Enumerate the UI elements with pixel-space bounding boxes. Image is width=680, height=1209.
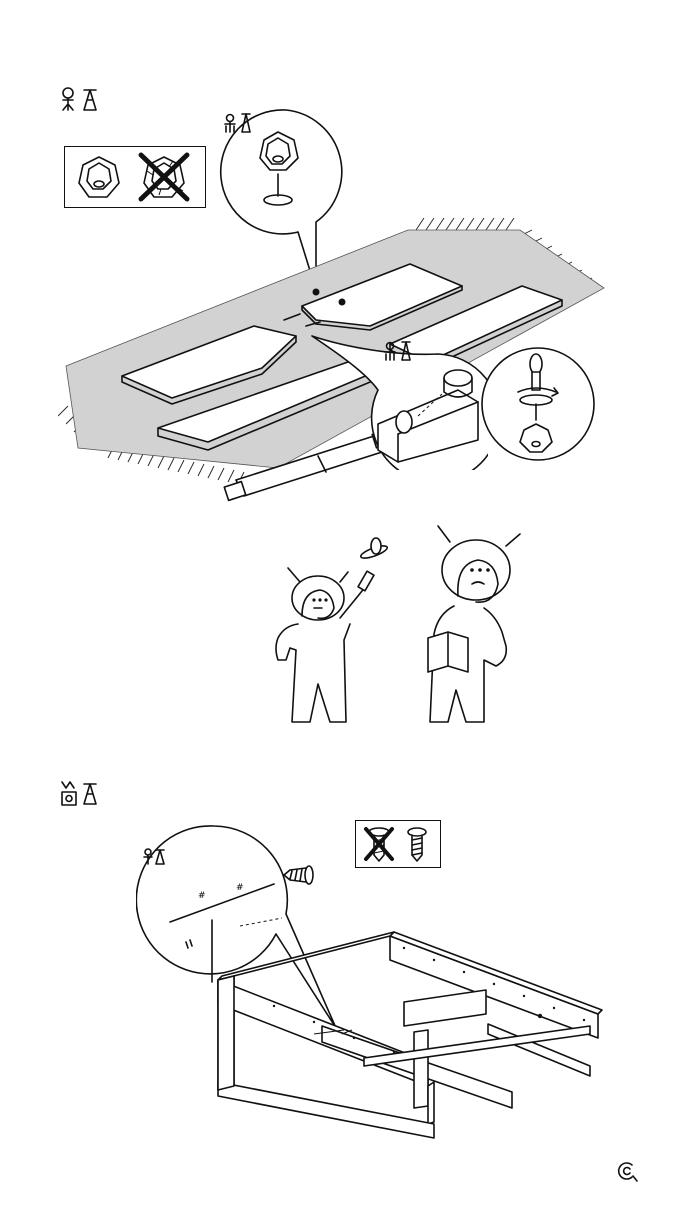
insert-cam-lock-detail <box>377 369 479 463</box>
step-2-icon <box>60 780 106 808</box>
person-with-tool-icon <box>275 537 389 723</box>
person-and-assembly-icon <box>143 848 165 865</box>
dresser-frame-assembly <box>214 926 604 1146</box>
continue-arrow-icon[interactable] <box>616 1160 638 1182</box>
cam-lock-icon <box>519 423 553 453</box>
damaged-screw-crossed-icon <box>364 827 394 862</box>
callout-insert-cam-lock <box>308 330 488 470</box>
screw-hole-detail: # # <box>169 883 283 983</box>
callout-screw-hole: # # <box>136 822 356 1042</box>
person-and-assembly-icon <box>224 113 251 133</box>
cam-lock-correct-icon <box>78 156 120 198</box>
callout-cam-lock-on-pin <box>216 104 356 294</box>
cam-lock-comparison-box <box>64 146 206 208</box>
person-reading-manual-icon <box>427 525 521 723</box>
screwdriver-rotate-icon <box>517 353 559 421</box>
screw-correct-icon <box>407 827 427 862</box>
two-people-assembly-hint <box>270 520 540 730</box>
cam-lock-on-pin-icon <box>259 131 299 206</box>
cam-lock-damaged-crossed-icon <box>138 152 190 202</box>
screw-comparison-box <box>355 820 441 868</box>
step-1-icon <box>60 86 106 114</box>
screw-icon <box>282 864 316 888</box>
person-and-assembly-icon <box>384 341 411 361</box>
svg-text:#: # <box>198 891 206 901</box>
svg-text:#: # <box>236 883 244 893</box>
screwdriver-rotate-detail <box>480 340 600 468</box>
